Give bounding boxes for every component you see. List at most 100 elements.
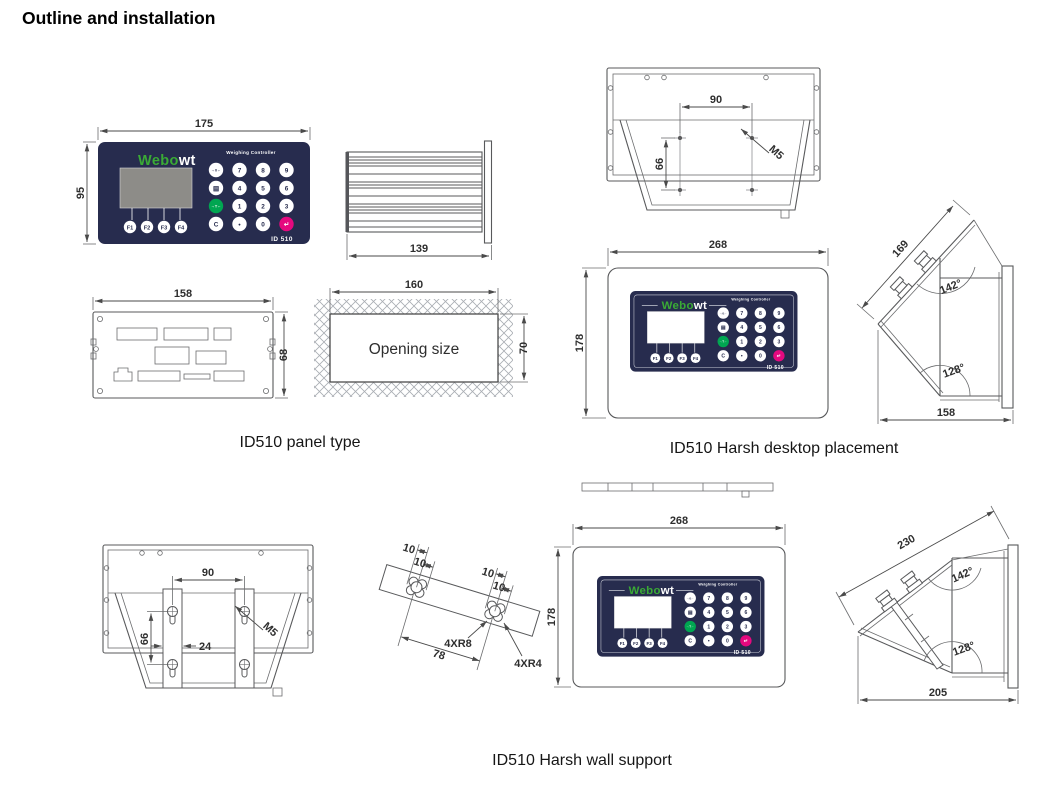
opening-rect xyxy=(329,313,499,383)
device-key xyxy=(684,606,696,619)
device-key xyxy=(736,307,748,319)
panel-back-drawing: 158 68 xyxy=(90,288,290,399)
device-key xyxy=(754,307,767,319)
device-key-label: 3 xyxy=(285,203,289,210)
device-key-label: C xyxy=(214,221,219,228)
mount-flange xyxy=(483,140,493,244)
device-key xyxy=(721,592,734,604)
caption-desktop-placement: ID510 Harsh desktop placement xyxy=(669,440,899,457)
device-fkey-label: F2 xyxy=(144,225,151,231)
device-key xyxy=(255,216,271,232)
device-key-label: 5 xyxy=(759,325,762,331)
device-key xyxy=(684,635,696,647)
dim-back-height: 68 xyxy=(278,349,290,361)
device-screen xyxy=(614,596,672,629)
device-key xyxy=(279,180,294,196)
device-key-label: 9 xyxy=(778,311,781,317)
device-key-label: 2 xyxy=(726,624,729,630)
device-key-label: 6 xyxy=(745,610,748,616)
device-key-label: 1 xyxy=(707,624,710,630)
device-inner-border xyxy=(633,294,794,368)
device-fkey-label: F4 xyxy=(693,356,699,361)
device-key xyxy=(255,198,271,214)
angle-desktop-top: 142° xyxy=(938,277,964,297)
device-fkey xyxy=(157,220,171,234)
back-panel-slots xyxy=(113,327,245,382)
thread-label-desktop: M5 xyxy=(766,143,785,162)
device-key xyxy=(721,606,734,619)
dim-desktop-base: 158 xyxy=(937,407,955,419)
dim-wall-bracket-w: 24 xyxy=(199,641,212,653)
device-fkey-label: F4 xyxy=(660,641,666,646)
device-key xyxy=(773,335,785,348)
device-fkey xyxy=(140,220,154,234)
device-fkey xyxy=(677,353,688,364)
thread-label-wall: M5 xyxy=(260,620,279,639)
device-key xyxy=(736,335,748,348)
device-subtitle: Weighing Controller xyxy=(698,582,737,586)
device-key xyxy=(773,321,785,334)
device-fkey xyxy=(663,353,674,364)
wall-bracket-drawing: 10 10 10 10 78 4XR8 4XR4 xyxy=(378,542,543,671)
device-key xyxy=(736,321,748,334)
device-key xyxy=(717,321,729,334)
device-logo: Webowt xyxy=(662,300,708,312)
device-fkey-label: F3 xyxy=(161,225,168,231)
device-key-label: 7 xyxy=(740,311,743,317)
top-strip xyxy=(581,482,774,492)
device-key xyxy=(754,321,767,334)
device-key xyxy=(703,592,715,604)
device-fkey xyxy=(174,220,188,234)
device-key-label: 0 xyxy=(261,221,265,228)
device-key xyxy=(721,620,734,633)
device-key xyxy=(232,216,247,232)
device-fkey-label: F2 xyxy=(666,356,672,361)
device-key-label: 6 xyxy=(285,185,289,192)
device-key-label: 9 xyxy=(745,596,748,602)
device-key xyxy=(740,620,752,633)
device-key xyxy=(754,335,767,348)
device-key-label: 0 xyxy=(759,354,762,360)
device-fkey-label: F1 xyxy=(127,225,134,231)
angle-desktop-bottom: 128° xyxy=(941,362,966,381)
dim-wall-hole-w: 90 xyxy=(202,567,214,579)
label-4xr4: 4XR4 xyxy=(514,658,542,670)
device-key-label: 9 xyxy=(285,167,289,174)
device-key xyxy=(279,216,294,232)
opening-size-drawing: Opening size 160 70 xyxy=(314,279,530,397)
device-key-label: 4 xyxy=(707,610,710,616)
desktop-rear-drawing: 90 66 M5 xyxy=(606,67,821,219)
device-key-label: 7 xyxy=(707,596,710,602)
device-key-label: →T← xyxy=(686,625,694,629)
device-key xyxy=(717,335,729,348)
device-screen xyxy=(119,167,193,209)
device-key-label: 4 xyxy=(238,185,242,192)
device-fkey-label: F3 xyxy=(680,356,686,361)
device-fkey-label: F1 xyxy=(620,641,626,646)
device-key-label: ↵ xyxy=(777,354,781,360)
device-key xyxy=(255,162,271,178)
device-key-label: ▤ xyxy=(213,185,219,192)
desktop-side-drawing: 142° 128° 169 158 xyxy=(856,199,1014,424)
device-key xyxy=(717,350,729,362)
opening-label: Opening size xyxy=(369,341,459,358)
device-key-label: ▤ xyxy=(721,325,726,331)
device-inner-border xyxy=(600,579,761,653)
device-fkey xyxy=(644,638,655,649)
dim-bracket-10d: 10 xyxy=(491,580,506,595)
device-fkey-label: F2 xyxy=(633,641,639,646)
device-key xyxy=(208,216,224,232)
wall-rear-drawing: 90 66 24 M5 xyxy=(102,544,314,697)
device-key-label: 2 xyxy=(261,203,265,210)
dim-wall-slant: 230 xyxy=(896,533,918,552)
device-key xyxy=(740,635,752,647)
device-key-label: 5 xyxy=(726,610,729,616)
device-key xyxy=(232,180,247,196)
device-key xyxy=(703,620,715,633)
dim-desktop-width: 268 xyxy=(709,239,727,251)
device-key xyxy=(740,606,752,619)
device-fkey xyxy=(650,353,661,364)
